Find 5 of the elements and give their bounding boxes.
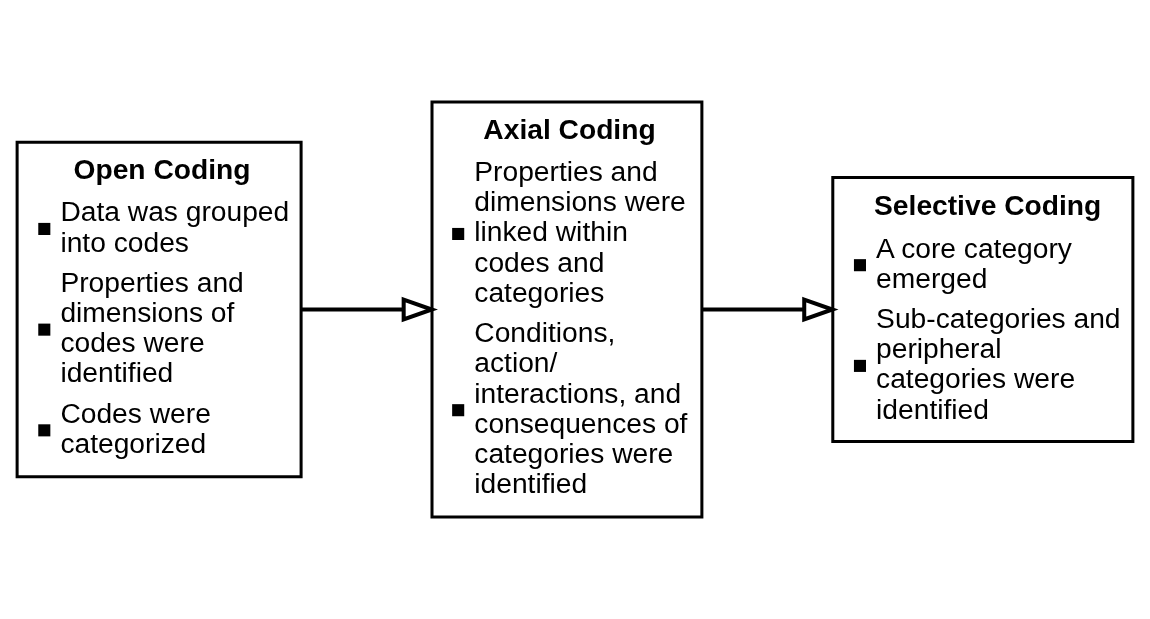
arrow [702,296,839,323]
node-box: Open Coding Data was grouped into codes Properties and dimensions of codes were identified Codes were categorized [15,140,303,479]
node-box: Selective Coding A core category emerged Sub-categories and peripheral categories were identified [831,176,1135,443]
arrow [301,296,438,323]
node-box: Axial Coding Properties and dimensions were linked within codes and categories Conditions, action/ interactions, and consequences of categories were identified [430,100,704,519]
